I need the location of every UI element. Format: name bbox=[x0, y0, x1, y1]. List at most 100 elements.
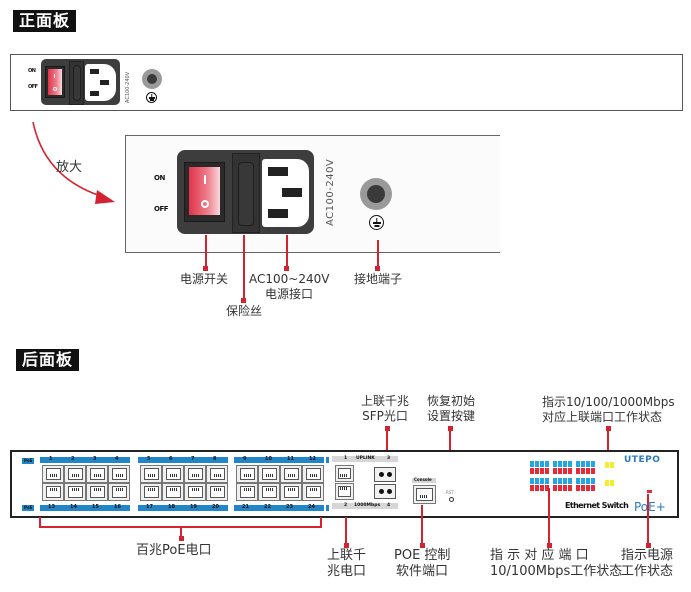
callout-sfp-line1: 上联千兆 bbox=[360, 394, 409, 408]
uplink-label-top: 1 UPLINK 3 bbox=[332, 456, 398, 462]
callout-dot bbox=[241, 298, 246, 303]
poe-port-20[interactable] bbox=[206, 483, 228, 501]
link-led bbox=[545, 461, 549, 467]
activity-led bbox=[530, 468, 534, 474]
port-number-label: 23 bbox=[286, 504, 293, 510]
port-number-label: 21 bbox=[242, 504, 249, 510]
poe-port-4[interactable] bbox=[108, 465, 130, 483]
callout-line-uplink-led bbox=[607, 428, 609, 452]
callout-line-switch bbox=[205, 235, 207, 267]
poe-port-3[interactable] bbox=[86, 465, 108, 483]
activity-led bbox=[568, 468, 572, 474]
voltage-marking: AC100-240V bbox=[325, 158, 336, 226]
link-led bbox=[581, 461, 585, 467]
poe-port-9[interactable] bbox=[236, 465, 258, 483]
activity-led bbox=[553, 485, 557, 491]
callout-line-ground bbox=[377, 240, 379, 268]
poe-port-15[interactable] bbox=[86, 483, 108, 501]
poe-port-14[interactable] bbox=[64, 483, 86, 501]
callout-line-poe-right bbox=[320, 517, 322, 527]
poe-port-7[interactable] bbox=[184, 465, 206, 483]
activity-led bbox=[586, 468, 590, 474]
poe-port-19[interactable] bbox=[184, 483, 206, 501]
callout-power-led-line1: 指示电源 bbox=[621, 548, 674, 563]
iec-power-socket bbox=[262, 159, 309, 227]
callout-port-led-line1: 指 示 对 应 端 口 bbox=[490, 548, 589, 563]
ground-symbol-icon bbox=[146, 92, 157, 103]
poe-port-11[interactable] bbox=[280, 465, 302, 483]
port-number-label: 19 bbox=[190, 504, 197, 510]
poe-port-1[interactable] bbox=[42, 465, 64, 483]
callout-socket-line1: AC100~240V bbox=[249, 272, 330, 286]
callout-uplink-led-line1: 指示10/100/1000Mbps bbox=[542, 395, 675, 409]
link-led bbox=[581, 478, 585, 484]
port-number-label: 20 bbox=[212, 504, 219, 510]
callout-poe-ports: 百兆PoE电口 bbox=[136, 543, 212, 558]
ground-terminal-small bbox=[142, 69, 162, 89]
poe-port-17[interactable] bbox=[140, 483, 162, 501]
link-led bbox=[563, 461, 567, 467]
link-led bbox=[553, 478, 557, 484]
uplink-led bbox=[610, 462, 614, 468]
callout-line-sfp bbox=[386, 428, 388, 455]
activity-led bbox=[563, 468, 567, 474]
link-led bbox=[568, 478, 572, 484]
poe-port-12[interactable] bbox=[302, 465, 324, 483]
port-number-label: 4 bbox=[115, 456, 119, 462]
poe-port-18[interactable] bbox=[162, 483, 184, 501]
uplink-label-2: 2 bbox=[344, 503, 348, 508]
activity-led bbox=[581, 485, 585, 491]
port-number-label: 1 bbox=[49, 456, 53, 462]
poe-port-22[interactable] bbox=[258, 483, 280, 501]
poe-port-23[interactable] bbox=[280, 483, 302, 501]
callout-line-poe-center bbox=[180, 526, 182, 537]
power-rocker-switch[interactable] bbox=[189, 167, 220, 215]
sfp-port-3[interactable] bbox=[374, 467, 396, 482]
callout-line-fuse bbox=[243, 235, 245, 300]
power-module-large bbox=[177, 150, 314, 234]
front-panel-title: 正面板 bbox=[13, 10, 77, 32]
rocker-bezel bbox=[45, 66, 65, 98]
port-number-label: 5 bbox=[147, 456, 151, 462]
poe-port-2[interactable] bbox=[64, 465, 86, 483]
reset-button[interactable] bbox=[449, 497, 454, 502]
callout-uplink-copper-line1: 上联千 bbox=[327, 548, 367, 563]
poe-port-8[interactable] bbox=[206, 465, 228, 483]
poe-port-16[interactable] bbox=[108, 483, 130, 501]
poe-port-24[interactable] bbox=[302, 483, 324, 501]
poe-port-13[interactable] bbox=[42, 483, 64, 501]
callout-line-port-led bbox=[548, 488, 550, 545]
callout-fuse: 保险丝 bbox=[226, 304, 263, 318]
uplink-label-bottom: 2 1000Mbps 4 bbox=[332, 503, 398, 509]
port-number-label: 13 bbox=[48, 504, 55, 510]
poe-port-10[interactable] bbox=[258, 465, 280, 483]
on-label-large: ON bbox=[154, 174, 165, 182]
port-number-label: 16 bbox=[114, 504, 121, 510]
uplink-rj45-port-1[interactable] bbox=[335, 465, 354, 482]
poe-port-6[interactable] bbox=[162, 465, 184, 483]
poe-port-5[interactable] bbox=[140, 465, 162, 483]
callout-line-power-led bbox=[647, 494, 649, 545]
uplink-rj45-port-2[interactable] bbox=[335, 483, 354, 500]
console-port[interactable] bbox=[413, 485, 436, 504]
strip-end-mark bbox=[326, 505, 329, 511]
callout-dot bbox=[203, 266, 208, 271]
port-number-label: 3 bbox=[93, 456, 97, 462]
callout-uplink-led-line2: 对应上联端口工作状态 bbox=[542, 410, 663, 424]
sfp-port-4[interactable] bbox=[374, 484, 396, 499]
activity-led bbox=[558, 468, 562, 474]
power-rocker-switch-small[interactable] bbox=[48, 69, 62, 95]
poe-port-21[interactable] bbox=[236, 483, 258, 501]
activity-led bbox=[576, 468, 580, 474]
link-led bbox=[553, 461, 557, 467]
activity-led bbox=[586, 485, 590, 491]
power-led bbox=[647, 490, 652, 493]
console-label-strip: Console bbox=[412, 477, 436, 483]
brand-logo: UTEPO bbox=[624, 455, 661, 465]
poe-tag-top: PoE bbox=[22, 458, 35, 464]
